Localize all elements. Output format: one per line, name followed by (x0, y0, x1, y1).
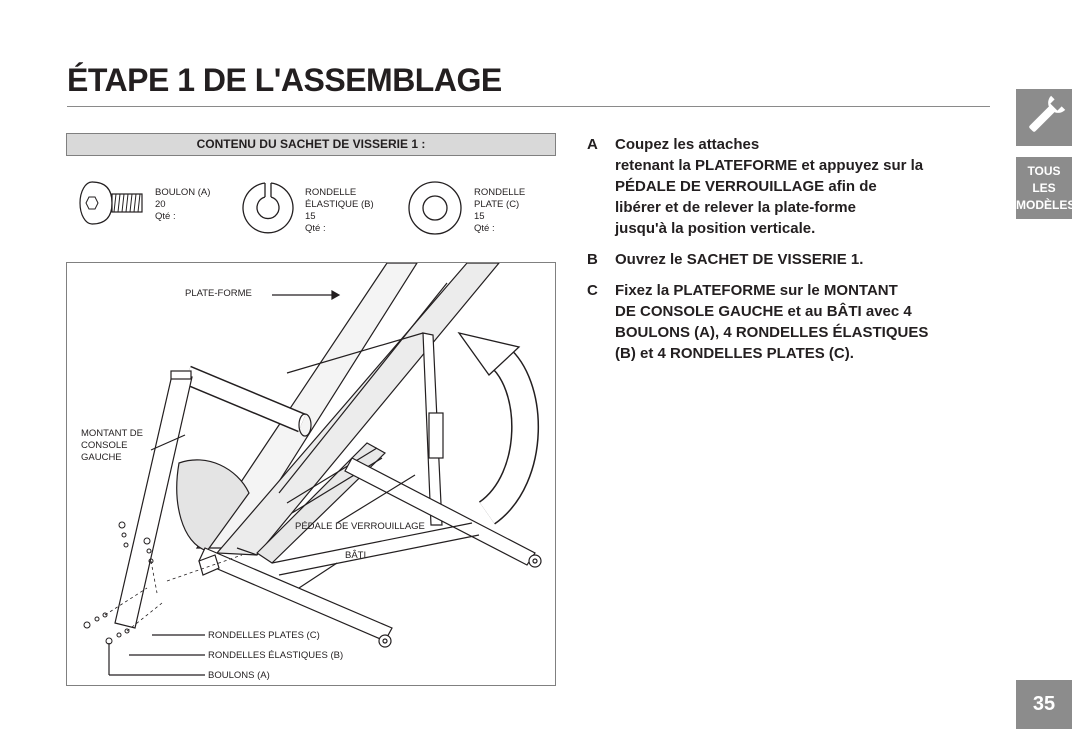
step-a-letter: A (587, 136, 598, 153)
part-bolt-name: BOULON (A) (155, 187, 211, 198)
part-bolt-qty-label: Qté : (155, 211, 176, 222)
part-lock-washer-qty: 15 (305, 211, 316, 222)
wrench-tab (1016, 89, 1072, 146)
title-rule (67, 106, 990, 107)
step-b: B Ouvrez le SACHET DE VISSERIE 1. (587, 249, 967, 270)
part-flat-washer-qty-label: Qté : (474, 223, 495, 234)
page-number: 35 (1016, 680, 1072, 729)
step-a: A Coupez les attaches retenant la PLATEF… (587, 134, 967, 239)
part-bolt-qty: 20 (155, 199, 166, 210)
part-flat-washer: RONDELLE PLATE (C) 15 Qté : (474, 187, 544, 235)
label-platform: PLATE-FORME (185, 288, 252, 299)
part-flat-washer-name: RONDELLE PLATE (C) (474, 187, 526, 210)
assembly-figure: PLATE-FORME MONTANT DE CONSOLE GAUCHE PÉ… (66, 262, 556, 686)
step-c: C Fixez la PLATEFORME sur le MONTANT DE … (587, 280, 967, 364)
label-lock-pedal: PÉDALE DE VERROUILLAGE (295, 521, 425, 532)
flat-washer-icon (408, 181, 462, 235)
part-lock-washer-name: RONDELLE ÉLASTIQUE (B) (305, 187, 374, 210)
lock-washer-icon (242, 182, 294, 234)
label-bolts: BOULONS (A) (208, 670, 270, 681)
step-b-text: Ouvrez le SACHET DE VISSERIE 1. (615, 251, 864, 268)
label-frame: BÂTI (345, 550, 367, 561)
label-flat-washers: RONDELLES PLATES (C) (208, 630, 320, 641)
all-models-tab[interactable]: TOUS LES MODÈLES (1016, 157, 1076, 219)
step-c-text: Fixez la PLATEFORME sur le MONTANT DE CO… (615, 282, 929, 362)
part-lock-washer-qty-label: Qté : (305, 223, 326, 234)
all-models-line2: LES (1032, 181, 1056, 195)
label-lock-washers: RONDELLES ÉLASTIQUES (B) (208, 650, 344, 661)
step-b-letter: B (587, 251, 598, 268)
wrench-icon (1029, 95, 1066, 132)
bolt-icon (79, 181, 143, 225)
treadmill-illustration (83, 263, 542, 676)
part-bolt: BOULON (A) 20 Qté : (155, 187, 210, 223)
hardware-bag-header: CONTENU DU SACHET DE VISSERIE 1 : (66, 133, 556, 156)
part-flat-washer-qty: 15 (474, 211, 485, 222)
step-c-letter: C (587, 282, 598, 299)
all-models-line1: TOUS (1027, 164, 1061, 178)
page-title: ÉTAPE 1 DE L'ASSEMBLAGE (67, 62, 502, 98)
label-left-console-upright: MONTANT DE CONSOLE GAUCHE (81, 428, 143, 463)
part-lock-washer: RONDELLE ÉLASTIQUE (B) 15 Qté : (305, 187, 390, 235)
instruction-steps: A Coupez les attaches retenant la PLATEF… (587, 134, 967, 374)
step-a-text: Coupez les attaches retenant la PLATEFOR… (615, 136, 924, 237)
all-models-line3: MODÈLES (1016, 198, 1076, 212)
